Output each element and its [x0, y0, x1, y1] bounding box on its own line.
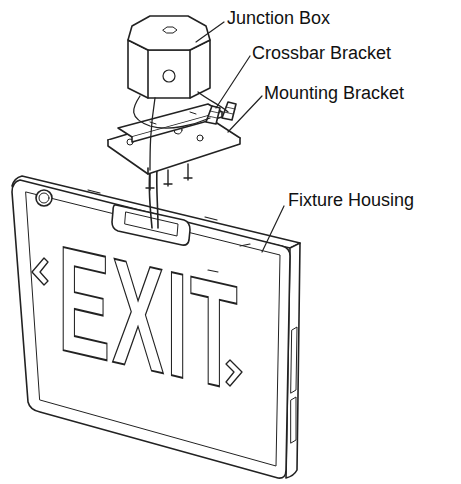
part-label: Crossbar Bracket: [252, 44, 391, 64]
part-label: Fixture Housing: [288, 191, 414, 211]
fixture-housing: [12, 176, 300, 478]
part-label: Mounting Bracket: [264, 84, 404, 104]
part-label: Junction Box: [227, 9, 330, 29]
crossbar-bracket: [118, 102, 236, 142]
sign-legend: EXIT: [58, 222, 240, 414]
junction-box: [128, 16, 228, 170]
